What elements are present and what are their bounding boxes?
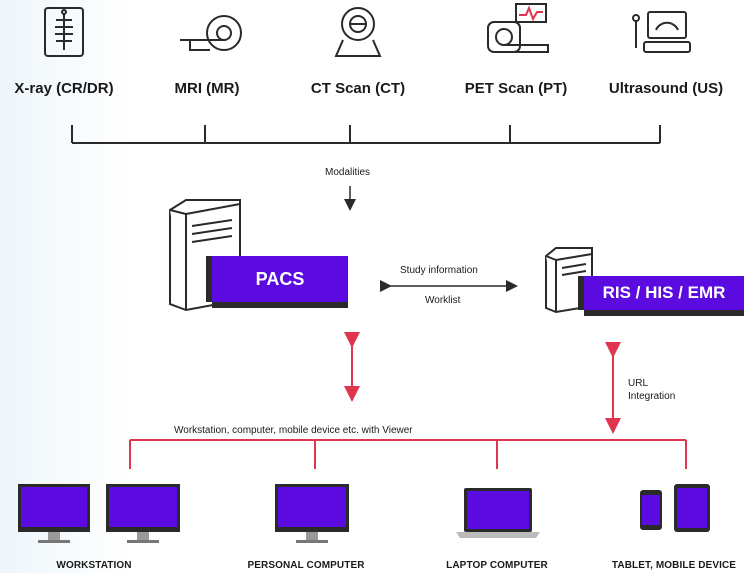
modality-icons: [44, 3, 691, 57]
device-label-personal-computer: PERSONAL COMPUTER: [247, 560, 365, 571]
modality-label-ultrasound: Ultrasound (US): [608, 80, 724, 97]
xray-icon: [44, 7, 84, 57]
tablet-mobile-icon: [640, 484, 710, 532]
ris-his-emr-box: RIS / HIS / EMR: [584, 276, 744, 310]
device-label-workstation: WORKSTATION: [56, 560, 132, 571]
modality-label-xray: X-ray (CR/DR): [14, 80, 114, 97]
laptop-icon: [456, 488, 540, 538]
monitor-icon: [275, 484, 349, 543]
url-label: URL: [628, 378, 649, 389]
modality-label-pet: PET Scan (PT): [464, 80, 568, 97]
ultrasound-icon: [632, 11, 691, 53]
device-label-tablet-mobile: TABLET, MOBILE DEVICE: [611, 560, 737, 571]
study-information-label: Study information: [400, 265, 478, 276]
worklist-label: Worklist: [425, 295, 461, 306]
modality-label-ct: CT Scan (CT): [310, 80, 406, 97]
pet-scanner-icon: [487, 3, 549, 53]
mri-icon: [180, 15, 242, 51]
viewer-bus-label: Workstation, computer, mobile device etc…: [174, 425, 413, 436]
device-label-laptop: LAPTOP COMPUTER: [446, 560, 548, 571]
modality-label-mri: MRI (MR): [174, 80, 240, 97]
workstation-icon: [18, 484, 180, 543]
modalities-label: Modalities: [325, 167, 371, 178]
integration-label: Integration: [628, 391, 676, 402]
pacs-box: PACS: [212, 256, 348, 302]
pacs-label: PACS: [255, 268, 305, 289]
ct-scanner-icon: [334, 7, 382, 57]
ris-his-emr-label: RIS / HIS / EMR: [602, 283, 726, 302]
